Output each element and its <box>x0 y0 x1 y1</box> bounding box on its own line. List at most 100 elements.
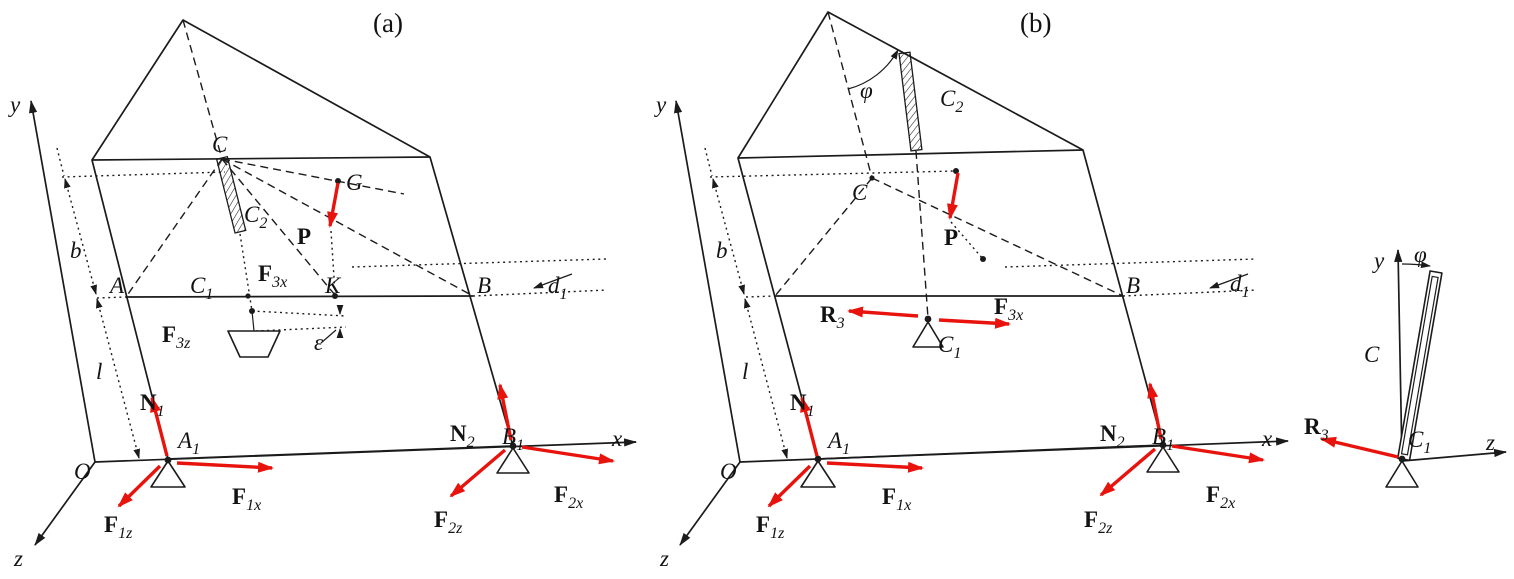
a-dotted-eps-lower <box>255 326 347 332</box>
panel-a-supports <box>150 447 530 488</box>
c-R3-label: R3 <box>1304 414 1329 444</box>
b-rod-C2 <box>898 51 923 152</box>
a-b-label: b <box>70 238 82 263</box>
a-dotted-eps-upper <box>251 310 347 317</box>
b-C2-label: C2 <box>940 86 963 116</box>
b-B1-label: B1 <box>1152 424 1174 454</box>
a-dashed-apex-C <box>182 19 223 160</box>
b-dotted-P-line <box>950 221 984 260</box>
b-b-label: b <box>716 238 728 263</box>
a-force-F2x-arrow <box>521 445 615 465</box>
a-caption: (a) <box>373 8 403 38</box>
a-l-label: l <box>96 359 102 384</box>
b-R3-label: R3 <box>820 302 845 332</box>
b-dashed-apex-C <box>827 11 873 179</box>
c-phi-label: φ <box>1414 242 1427 267</box>
a-force-F2z-arrow <box>449 448 507 498</box>
b-A1-label: A1 <box>826 428 850 458</box>
a-eps-leader <box>320 329 337 344</box>
b-point-B1 <box>1159 441 1167 449</box>
c-support-C1 <box>1385 460 1419 488</box>
panel-b-dotted-lines <box>709 170 1258 298</box>
a-weight-link <box>251 310 255 332</box>
b-point-P-end <box>980 256 986 262</box>
a-C2-label: C2 <box>244 202 267 232</box>
panel-b-forces <box>767 172 1265 508</box>
a-dim-d1-arrow <box>533 273 573 289</box>
b-F2z-label: F2z <box>1084 507 1113 537</box>
c-C1-label: C1 <box>1408 427 1431 457</box>
b-force-F2x-arrow <box>1171 444 1265 464</box>
b-N2-label: N2 <box>1100 421 1125 451</box>
b-O-label: O <box>720 459 737 484</box>
b-rod-rect <box>898 51 923 152</box>
panel-b-plate <box>737 11 1164 460</box>
b-F3x-label: F3x <box>994 294 1023 324</box>
a-d1-label: d1 <box>548 273 568 303</box>
b-F2x-label: F2x <box>1206 482 1235 512</box>
a-plate-top-edge <box>91 156 431 161</box>
a-F1x-label: F1x <box>232 484 261 514</box>
a-F1z-label: F1z <box>104 512 133 542</box>
c-rod-inner <box>1400 275 1439 456</box>
a-y-label: y <box>8 92 21 117</box>
c-z-axis <box>1401 448 1508 462</box>
a-rod-C2 <box>215 155 247 234</box>
a-force-F1z-arrow <box>117 464 162 508</box>
b-dotted-parallel-d1 <box>1004 258 1257 268</box>
panel-a-dotted-lines <box>61 171 608 332</box>
a-dotted-suspension <box>239 233 253 312</box>
b-F1z-label: F1z <box>756 512 785 542</box>
a-point-G <box>335 178 341 184</box>
c-C-label: C <box>1364 342 1380 367</box>
b-force-N2-arrow <box>1147 382 1163 440</box>
b-B-label: B <box>1126 273 1140 298</box>
a-F2z-label: F2z <box>434 507 463 537</box>
a-dotted-top-ref <box>61 171 226 178</box>
b-caption: (b) <box>1020 8 1051 38</box>
panel-a-axes <box>29 99 638 546</box>
panel-a-forces <box>117 182 615 508</box>
a-dotted-AB-right <box>472 289 608 297</box>
b-dim-b-arrow <box>712 178 745 295</box>
a-point-weight-top <box>249 308 255 314</box>
b-dim-d1-arrow <box>1209 273 1249 289</box>
a-x-label: x <box>611 426 623 451</box>
c-y-axis <box>1394 248 1403 462</box>
a-O-label: O <box>74 459 91 484</box>
a-P-label: P <box>297 224 311 249</box>
panel-c-labels: y φ C R3 C1 z <box>1304 242 1495 457</box>
a-support-B1 <box>496 447 530 474</box>
panel-b: (b) y x z O φ C2 C P B d1 b l R3 F3x C1 … <box>654 8 1290 571</box>
a-dashed-C-K <box>221 158 336 296</box>
b-z-axis <box>679 461 741 546</box>
panel-b-dimensions <box>704 49 1249 459</box>
b-plate-top-edge <box>737 149 1084 159</box>
a-dotted-P-to-K <box>330 230 336 294</box>
b-dim-ext <box>704 147 713 177</box>
a-point-C1 <box>245 293 251 299</box>
panel-a-dimensions <box>56 147 573 459</box>
b-point-C <box>869 175 875 181</box>
a-dashed-C-A <box>125 158 223 298</box>
b-dotted-top-ref <box>709 170 957 178</box>
b-force-P-arrow <box>947 172 960 220</box>
b-support-B1 <box>1146 446 1180 473</box>
b-dim-l-arrow <box>744 298 788 459</box>
b-F1x-label: F1x <box>882 484 911 514</box>
c-y-label: y <box>1372 248 1385 273</box>
panel-c: y φ C R3 C1 z <box>1304 242 1508 488</box>
a-z-axis <box>34 461 96 546</box>
a-line-AB <box>125 295 474 298</box>
a-point-B1 <box>509 442 517 450</box>
b-support-C1 <box>912 321 944 348</box>
panel-c-axes <box>1394 248 1508 462</box>
panel-a: (a) y x z O C G A K B C1 C2 A1 B1 d1 b l… <box>8 8 638 571</box>
b-P-label: P <box>944 225 958 250</box>
b-support-A1 <box>800 460 836 488</box>
a-F3x-label: F3x <box>258 261 287 291</box>
a-B-label: B <box>477 273 491 298</box>
b-x-label: x <box>1261 426 1273 451</box>
panel-b-supports <box>800 321 1180 488</box>
c-z-label: z <box>1485 430 1495 455</box>
